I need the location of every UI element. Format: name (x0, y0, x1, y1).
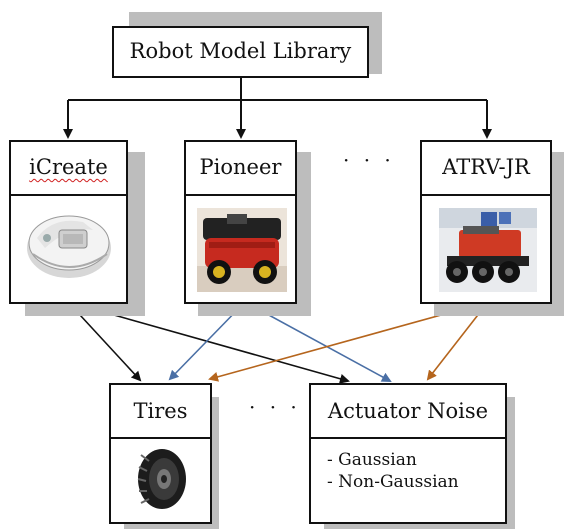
actuator-noise-box: Actuator Noise - Gaussian - Non-Gaussian (309, 383, 507, 524)
atrv-jr-title-cell: ATRV-JR (422, 142, 550, 196)
noise-type-gaussian: - Gaussian (327, 450, 417, 470)
atrv-jr-robot-photo (439, 208, 537, 292)
actuator-noise-label: Actuator Noise (327, 399, 489, 423)
noise-type-list: - Gaussian - Non-Gaussian (327, 449, 459, 493)
pioneer-robot-photo (197, 208, 287, 292)
pioneer-box: Pioneer (184, 140, 297, 304)
tires-label: Tires (133, 399, 188, 423)
tires-box: Tires (109, 383, 212, 524)
icreate-robot-photo (27, 215, 111, 278)
robot-model-library-box: Robot Model Library (112, 26, 369, 78)
icreate-box: iCreate (9, 140, 128, 304)
atrv-jr-box: ATRV-JR (420, 140, 552, 304)
actuator-noise-title-cell: Actuator Noise (311, 385, 505, 439)
pioneer-label: Pioneer (199, 155, 282, 179)
pioneer-title-cell: Pioneer (186, 142, 295, 196)
icreate-title-cell: iCreate (11, 142, 126, 196)
icreate-label: iCreate (29, 155, 108, 179)
tire-photo (137, 449, 186, 509)
robots-ellipsis: · · · (343, 148, 395, 172)
tires-title-cell: Tires (111, 385, 210, 439)
components-ellipsis: · · · (249, 395, 301, 419)
library-label: Robot Model Library (129, 39, 352, 63)
noise-type-non-gaussian: - Non-Gaussian (327, 472, 459, 492)
atrv-jr-label: ATRV-JR (442, 155, 530, 179)
